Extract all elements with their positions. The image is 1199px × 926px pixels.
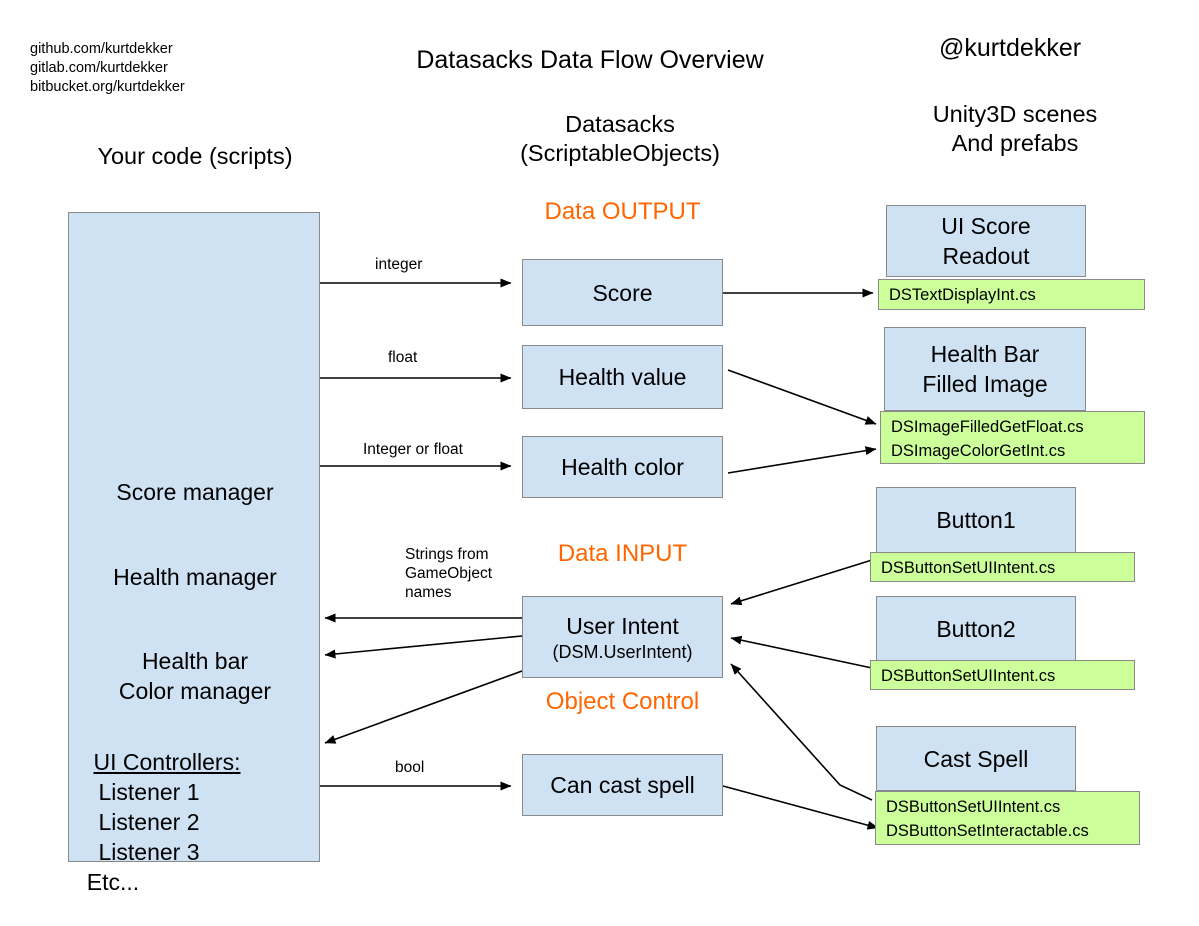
datasack-health-value[interactable]: Health value <box>522 345 723 409</box>
script-item-score-manager: Score manager <box>116 479 274 505</box>
component-script-dsbuttonsetuiintent-button2[interactable]: DSButtonSetUIIntent.cs <box>870 660 1135 690</box>
section-label-data-input: Data INPUT <box>557 540 688 567</box>
datasack-score[interactable]: Score <box>522 259 723 326</box>
edge-userintent-to-spellcasting <box>324 670 523 744</box>
edge-label-strings-line1: Strings from <box>405 546 489 563</box>
script-item-ui-controllers-heading: UI Controllers: <box>93 749 241 775</box>
health-bar-line2: Filled Image <box>922 371 1048 397</box>
component-scripts-health-bar[interactable]: DSImageFilledGetFloat.cs DSImageColorGet… <box>880 411 1145 464</box>
ui-score-readout-line2: Readout <box>942 243 1030 269</box>
column-header-middle: Datasacks (ScriptableObjects) <box>470 110 770 168</box>
handle-gitlab: gitlab.com/kurtdekker <box>30 60 168 76</box>
column-header-right-line2: And prefabs <box>951 130 1079 156</box>
component-script-dsbuttonsetuiintent-button2-label: DSButtonSetUIIntent.cs <box>881 667 1056 685</box>
edge-label-integer: integer <box>375 256 423 273</box>
edge-healthcolor-to-dsimagecolor <box>727 446 877 474</box>
script-item-color-manager: Color manager <box>118 678 272 704</box>
edge-dscastspell-to-userintent <box>730 663 873 801</box>
script-item-health-bar: Health bar <box>141 648 249 674</box>
edge-label-strings-from-gameobject-names: Strings from GameObject names <box>405 545 492 602</box>
unity-object-button2[interactable]: Button2 <box>876 596 1076 661</box>
column-header-left: Your code (scripts) <box>97 143 293 169</box>
handle-bitbucket: bitbucket.org/kurtdekker <box>30 79 185 95</box>
edge-label-strings-line2: GameObject <box>405 565 493 582</box>
component-script-dsbuttonsetuiintent-button1-label: DSButtonSetUIIntent.cs <box>881 559 1056 577</box>
edge-healthvalue-to-dsimagefilled <box>727 369 877 425</box>
ui-score-readout-line1: UI Score <box>941 213 1031 239</box>
component-script-dsbuttonsetinteractable-label: DSButtonSetInteractable.cs <box>886 822 1089 840</box>
twitter-handle: @kurtdekker <box>938 34 1082 62</box>
edge-label-float: float <box>388 349 418 366</box>
handle-github: github.com/kurtdekker <box>30 41 173 57</box>
datasack-can-cast-spell[interactable]: Can cast spell <box>522 754 723 816</box>
unity-object-cast-spell[interactable]: Cast Spell <box>876 726 1076 791</box>
column-header-right: Unity3D scenes And prefabs <box>870 100 1160 158</box>
author-handles: github.com/kurtdekker gitlab.com/kurtdek… <box>30 40 360 97</box>
button1-label: Button1 <box>936 507 1016 533</box>
datasack-user-intent-label: User Intent <box>566 612 679 639</box>
unity-object-button1[interactable]: Button1 <box>876 487 1076 553</box>
column-header-right-line1: Unity3D scenes <box>932 101 1098 127</box>
column-header-middle-line2: (ScriptableObjects) <box>520 140 720 166</box>
edge-cancast-to-dsbuttonsetinteractable <box>722 785 879 830</box>
component-script-dsimagefilledgetfloat-label: DSImageFilledGetFloat.cs <box>891 418 1084 436</box>
edge-dsbutton2-to-userintent <box>730 635 873 669</box>
datasack-can-cast-spell-label: Can cast spell <box>550 772 695 798</box>
cast-spell-label: Cast Spell <box>923 745 1029 772</box>
script-item-etc: Etc... <box>86 869 140 895</box>
component-script-dstextdisplayint[interactable]: DSTextDisplayInt.cs <box>878 279 1145 310</box>
component-script-dsbuttonsetuiintent-cast-label: DSButtonSetUIIntent.cs <box>886 798 1061 816</box>
script-item-listener-1: Listener 1 <box>98 779 200 805</box>
component-scripts-cast-spell[interactable]: DSButtonSetUIIntent.cs DSButtonSetIntera… <box>875 791 1140 845</box>
health-bar-line1: Health Bar <box>930 341 1040 367</box>
datasack-health-color-label: Health color <box>561 454 684 480</box>
component-script-dstextdisplayint-label: DSTextDisplayInt.cs <box>889 286 1036 304</box>
page-title: Datasacks Data Flow Overview <box>416 46 764 74</box>
datasack-health-value-label: Health value <box>558 364 687 390</box>
unity-object-ui-score-readout[interactable]: UI Score Readout <box>886 205 1086 277</box>
section-label-data-output: Data OUTPUT <box>544 198 701 225</box>
component-script-dsimagecolorgetint-label: DSImageColorGetInt.cs <box>891 442 1066 460</box>
unity-object-health-bar-filled-image[interactable]: Health Bar Filled Image <box>884 327 1086 411</box>
column-header-middle-line1: Datasacks <box>565 111 675 137</box>
edge-label-bool: bool <box>395 759 425 776</box>
button2-label: Button2 <box>936 615 1016 642</box>
component-script-dsbuttonsetuiintent-button1[interactable]: DSButtonSetUIIntent.cs <box>870 552 1135 582</box>
datasack-user-intent[interactable]: User Intent (DSM.UserIntent) <box>522 596 723 678</box>
script-item-listener-2: Listener 2 <box>98 809 200 835</box>
edge-userintent-to-listener3 <box>324 635 523 659</box>
your-code-scripts-box[interactable]: Score manager Health manager Health bar … <box>68 212 320 895</box>
datasack-health-color[interactable]: Health color <box>522 436 723 498</box>
edge-label-integer-or-float: Integer or float <box>363 441 463 458</box>
edge-label-strings-line3: names <box>405 584 452 601</box>
edge-dsbutton1-to-userintent <box>730 559 873 606</box>
datasack-score-label: Score <box>592 279 653 306</box>
script-item-health-manager: Health manager <box>113 564 277 590</box>
script-item-listener-3: Listener 3 <box>98 839 200 865</box>
datasack-user-intent-sublabel: (DSM.UserIntent) <box>552 641 693 662</box>
section-label-object-control: Object Control <box>545 688 700 715</box>
